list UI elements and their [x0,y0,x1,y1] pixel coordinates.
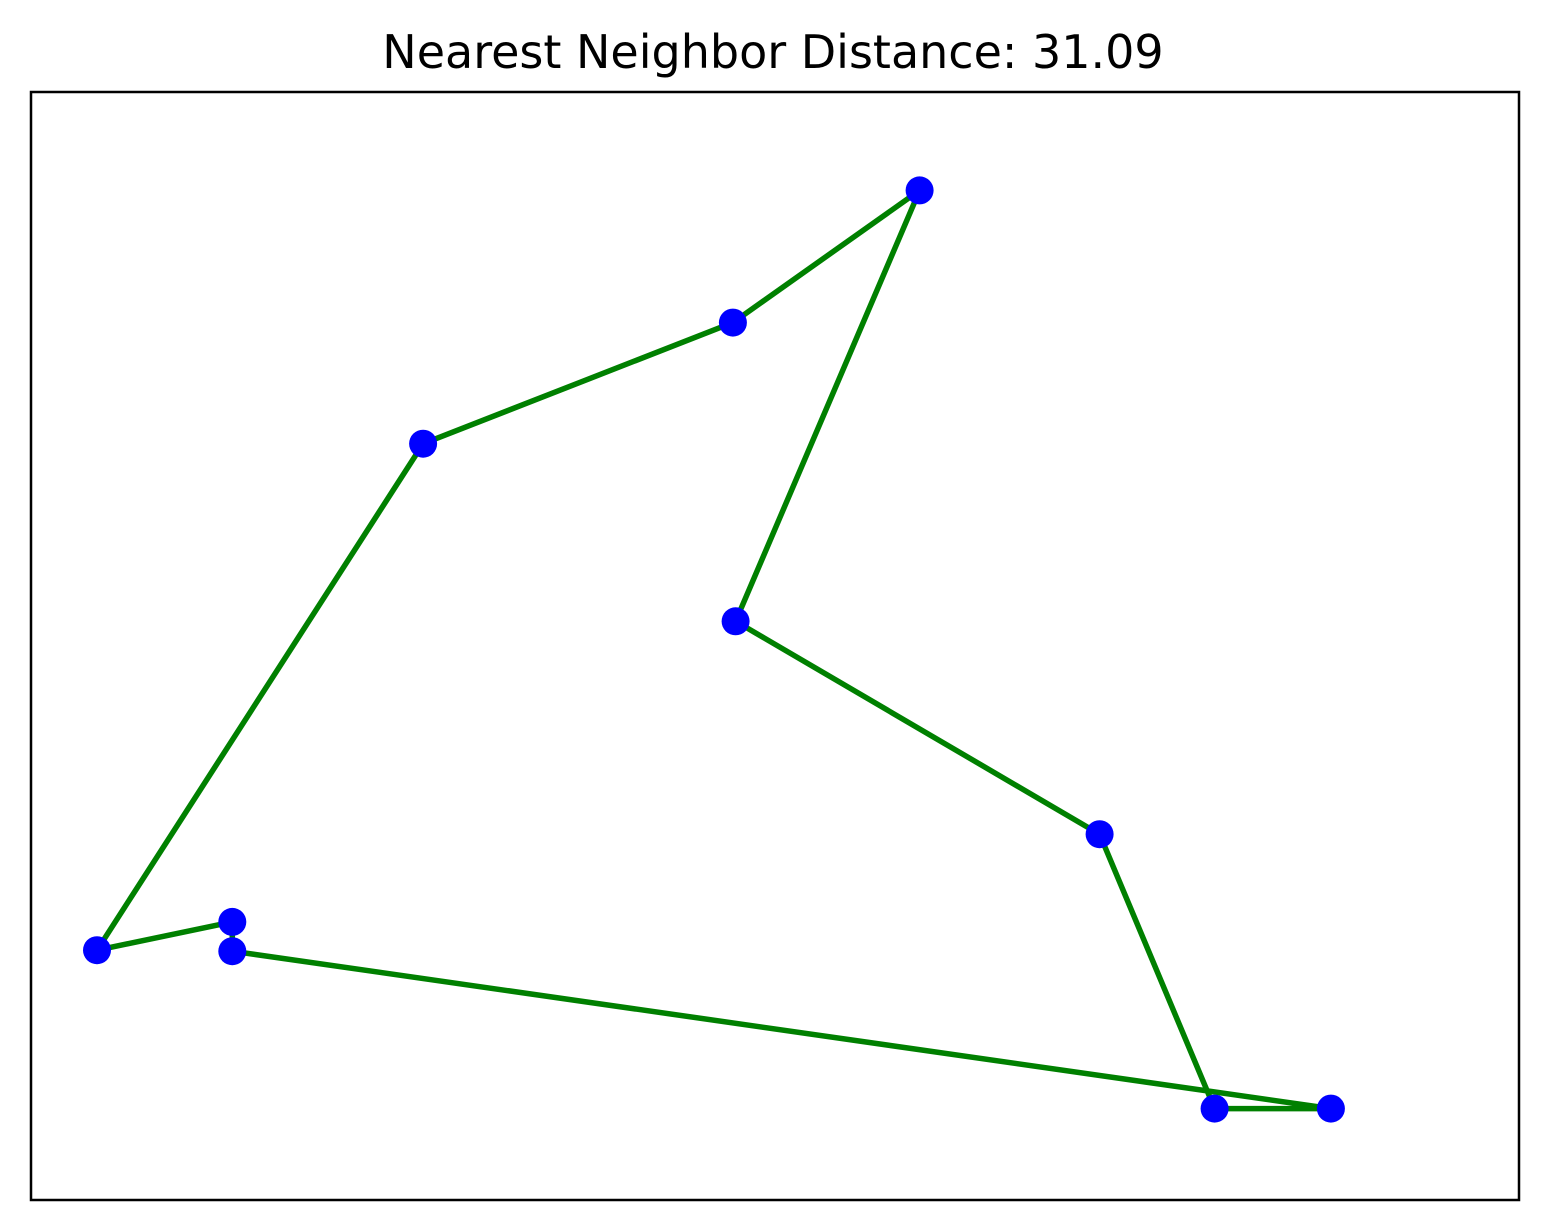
point-marker [718,308,747,337]
plot-frame [29,90,1521,1202]
point-marker [1085,820,1114,849]
point-marker [83,936,111,965]
point-marker [218,937,247,966]
chart-title: Nearest Neighbor Distance: 31.09 [382,25,1163,79]
point-marker [1316,1094,1345,1123]
point-marker [905,176,934,205]
point-marker [1200,1094,1229,1123]
point-marker [409,429,438,458]
marker-layer [83,176,1345,1123]
point-marker [721,607,750,636]
point-marker [218,907,247,936]
